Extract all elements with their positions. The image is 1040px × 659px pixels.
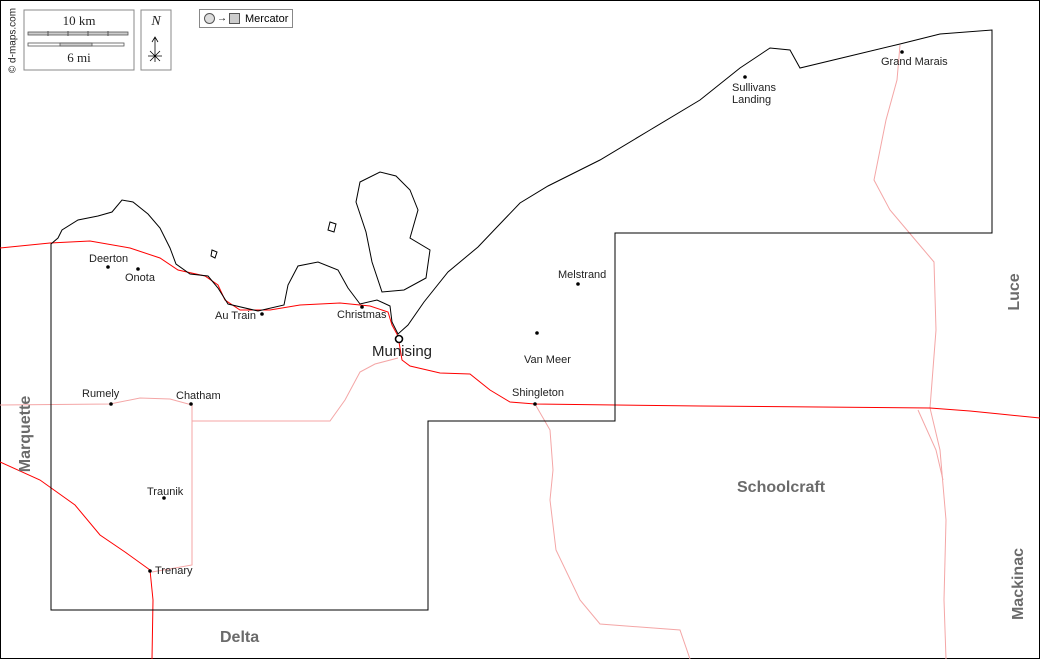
circle-icon: [204, 13, 215, 24]
road-east-branch: [917, 409, 944, 481]
town-chatham: Chatham: [176, 390, 221, 402]
town-munising: Munising: [372, 343, 433, 360]
town-grand-marais: Grand Marais: [881, 56, 948, 68]
munising-marker: [394, 334, 404, 344]
town-sullivans-landing: Sullivans Landing: [732, 82, 777, 106]
scale-bar: [23, 9, 135, 71]
square-icon: [229, 13, 240, 24]
region-luce: Luce: [1006, 273, 1023, 311]
town-au-train: Au Train: [215, 310, 256, 322]
town-trenary: Trenary: [155, 565, 193, 577]
town-van-meer: Van Meer: [524, 354, 571, 366]
scale-km-label: 10 km: [62, 13, 96, 28]
projection-box: → Mercator: [199, 9, 294, 28]
region-marquette: Marquette: [17, 395, 34, 473]
road-chatham-munising: [192, 357, 399, 422]
small-island: [327, 221, 337, 233]
town-traunik: Traunik: [147, 486, 184, 498]
highway-m28: [0, 240, 1040, 419]
town-melstrand: Melstrand: [558, 269, 607, 281]
town-shingleton: Shingleton: [512, 387, 564, 399]
town-deerton: Deerton: [89, 253, 129, 265]
north-label: N: [151, 14, 161, 29]
road-grand-marais-south: [873, 44, 947, 659]
secondary-roads: [0, 44, 947, 659]
credit: © d-maps.com: [7, 7, 19, 74]
scale-mi-label: 6 mi: [67, 50, 91, 65]
grand-island: [355, 171, 431, 293]
small-island-2: [210, 249, 218, 259]
region-schoolcraft: Schoolcraft: [737, 479, 826, 496]
town-onota: Onota: [125, 272, 155, 284]
county-boundary: [50, 29, 993, 611]
projection-label: Mercator: [245, 12, 289, 25]
highway-west: [0, 461, 154, 659]
north-arrow-icon: [140, 9, 172, 71]
town-markers: [106, 50, 904, 573]
arrow-icon: →: [217, 13, 227, 24]
town-rumely: Rumely: [82, 388, 120, 400]
highways: [0, 240, 1040, 659]
region-mackinac: Mackinac: [1010, 547, 1027, 621]
region-delta: Delta: [220, 629, 260, 646]
road-shingleton-south: [534, 403, 691, 659]
town-christmas: Christmas: [337, 309, 387, 321]
